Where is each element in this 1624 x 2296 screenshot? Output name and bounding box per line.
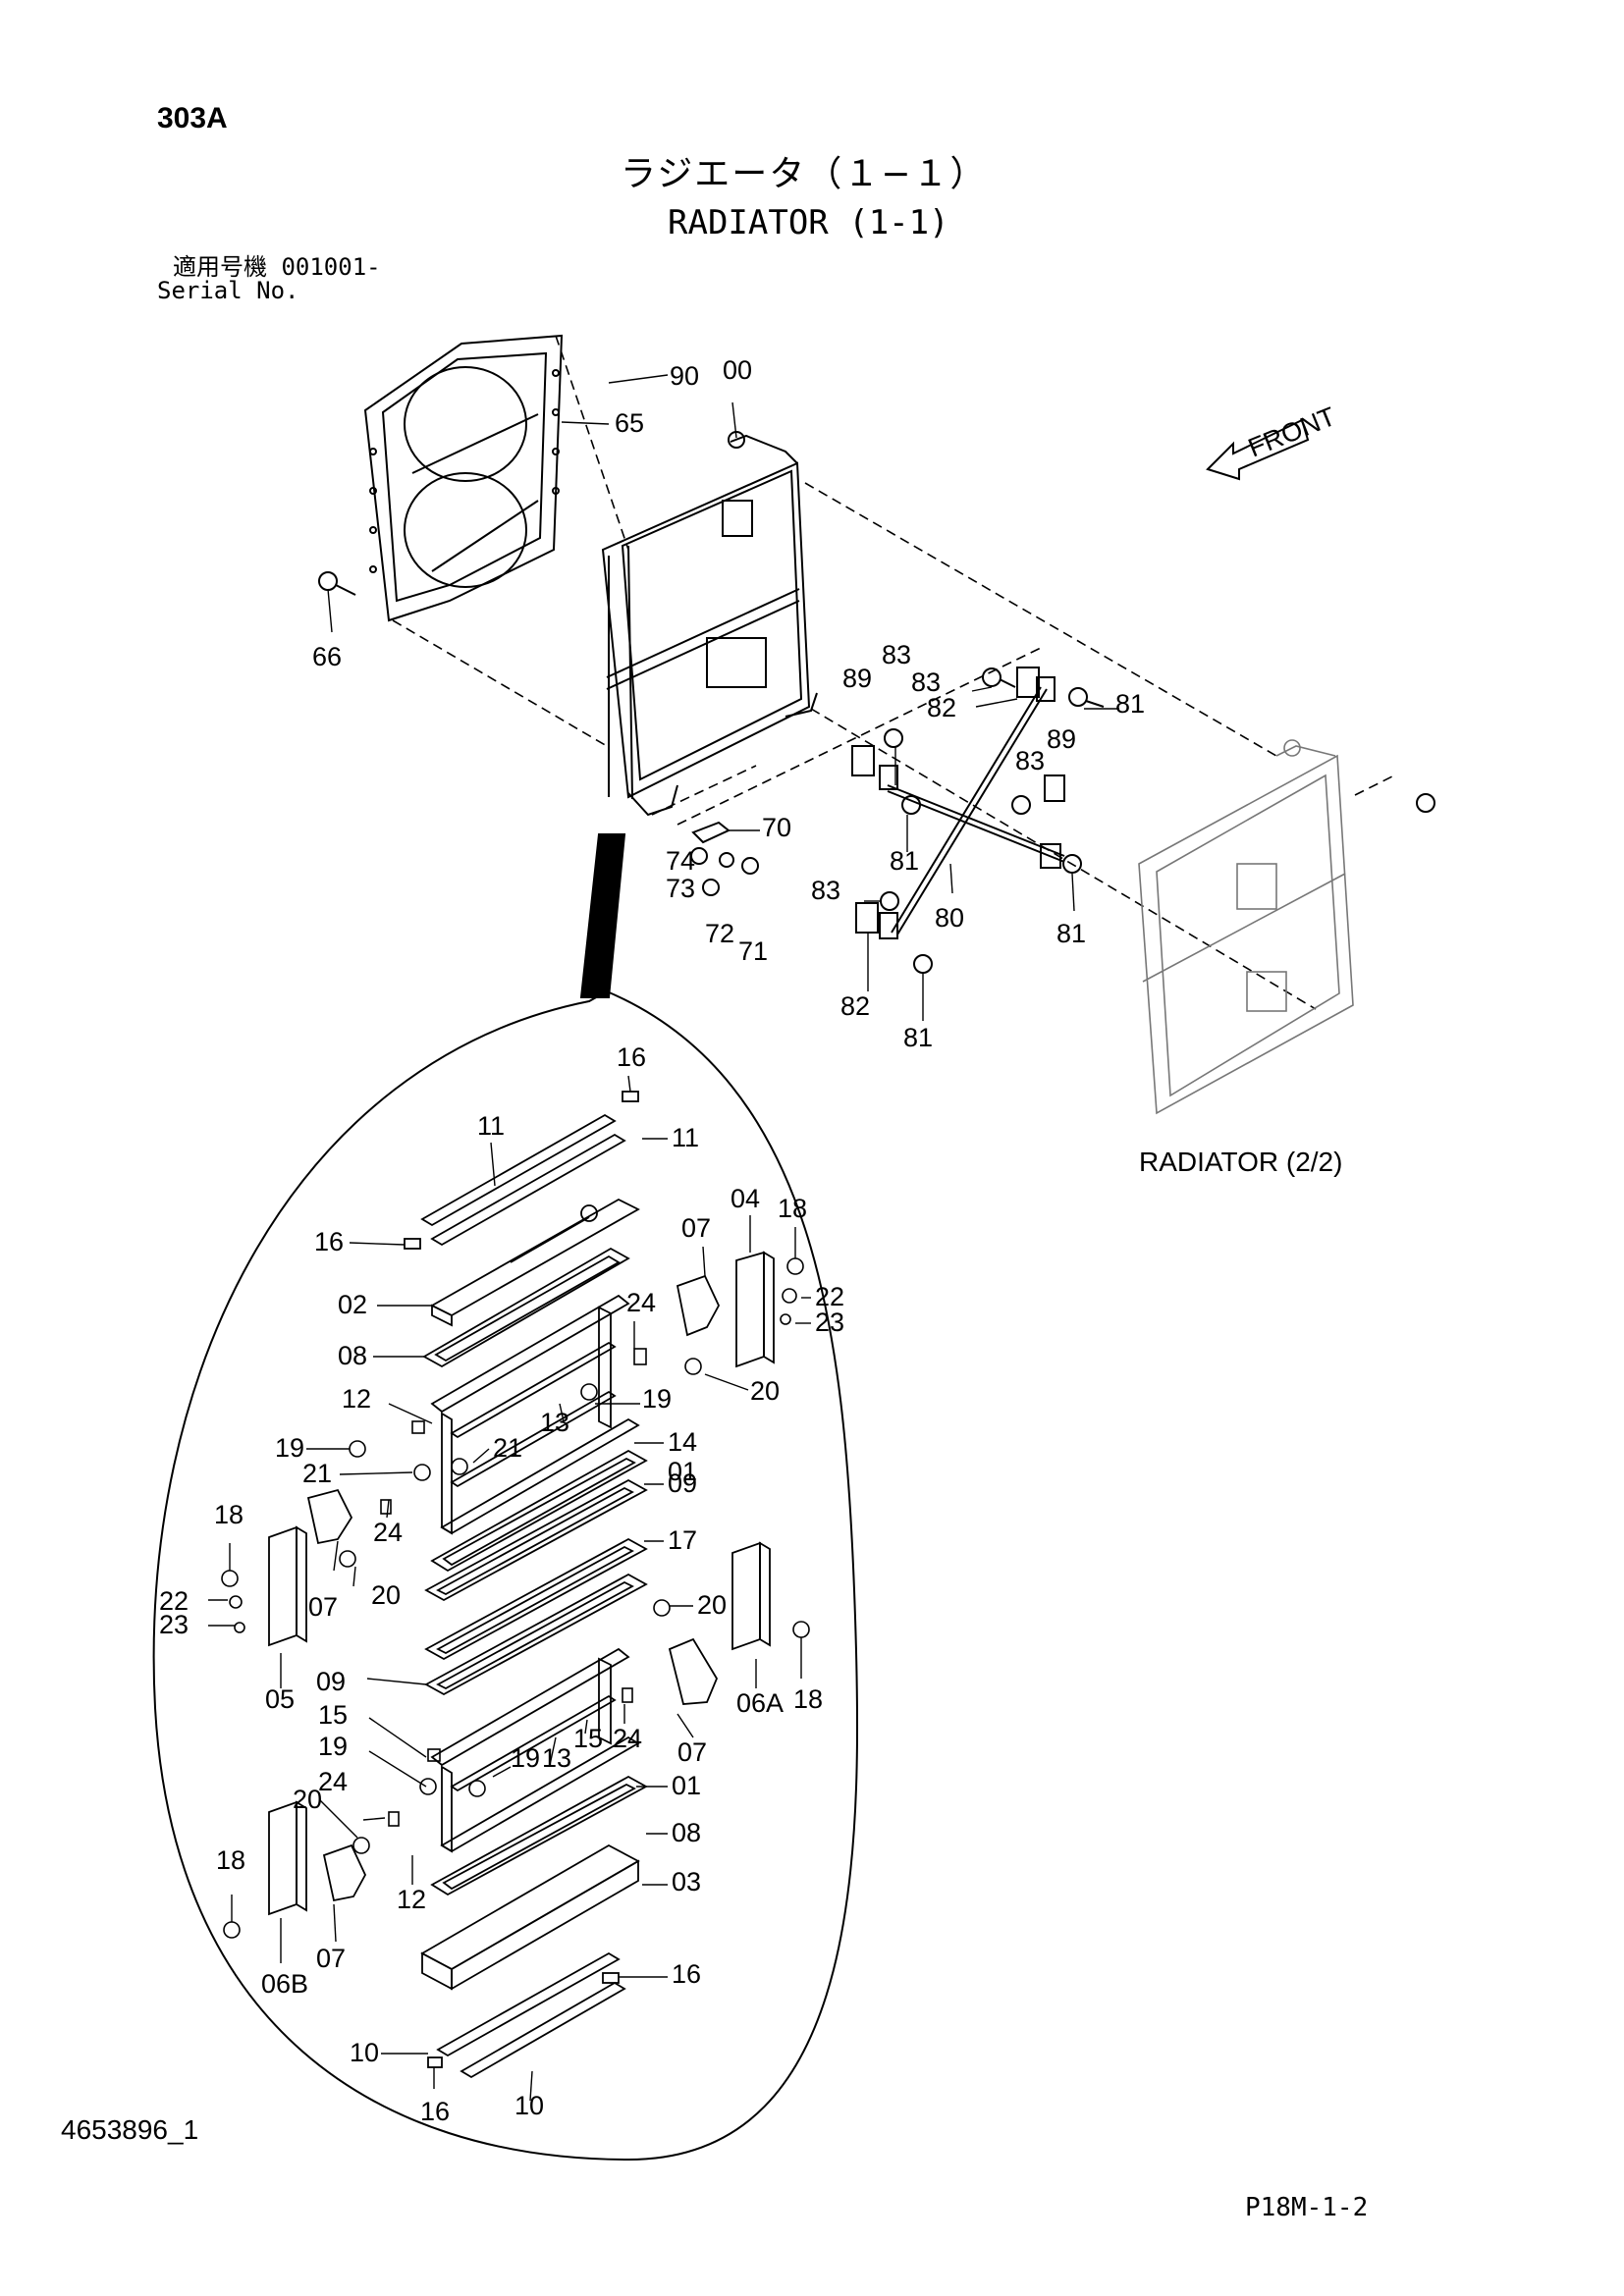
radiator-core-drawing (601, 431, 818, 817)
callout-label: 73 (666, 874, 695, 903)
callout-label: 66 (312, 642, 342, 671)
callout-label: 83 (882, 640, 911, 669)
callout-label: 81 (903, 1023, 933, 1052)
callout-label: 00 (723, 355, 752, 385)
callout-label: 11 (477, 1111, 505, 1141)
callout-label: 24 (613, 1724, 642, 1753)
callout-label: 16 (420, 2097, 450, 2126)
callout-label: 15 (573, 1724, 603, 1753)
fan-shroud-drawing (363, 334, 564, 622)
callout-label: 07 (677, 1737, 707, 1767)
detail-enclosure-oval (152, 989, 859, 2162)
callout-label: 13 (540, 1408, 569, 1437)
callout-label: 89 (842, 664, 872, 693)
core-stack-drawing (404, 1091, 648, 2079)
callout-label: 18 (778, 1194, 807, 1223)
section-code: 303A (157, 102, 228, 134)
callout-label: 24 (626, 1288, 656, 1317)
callout-label: 82 (840, 991, 870, 1021)
callout-label: 06A (736, 1688, 784, 1718)
callout-label: 17 (668, 1525, 697, 1555)
callout-label: 03 (672, 1867, 701, 1896)
callout-label: 16 (314, 1227, 344, 1256)
callout-label: 18 (793, 1684, 823, 1714)
callout-label: 81 (890, 846, 919, 876)
callout-label: 01 (668, 1457, 697, 1486)
callout-label: 08 (672, 1818, 701, 1847)
callout-label: 24 (318, 1767, 348, 1796)
callout-label: 12 (397, 1885, 426, 1914)
callout-label: 05 (265, 1684, 295, 1714)
callout-label: 07 (308, 1592, 338, 1622)
callout-label: 20 (293, 1785, 322, 1814)
callout-label: 23 (815, 1308, 844, 1337)
radiator-part2-drawing (1138, 739, 1354, 1115)
callout-label: 23 (159, 1610, 189, 1639)
callout-label: 09 (668, 1468, 697, 1498)
callout-label: 83 (811, 876, 840, 905)
callout-label: 07 (316, 1944, 346, 1973)
callout-label: 16 (672, 1959, 701, 1989)
callout-label: 14 (668, 1427, 697, 1457)
stay-rods-drawing (851, 667, 1065, 939)
callout-label: 19 (642, 1384, 672, 1414)
callout-label: 83 (1015, 746, 1045, 775)
callout-label: 18 (216, 1845, 245, 1875)
callout-label: 12 (342, 1384, 371, 1414)
callout-label: 90 (670, 361, 699, 391)
callout-numbers: 90 00 65 66 83 89 83 82 81 89 83 70 74 7… (159, 355, 1145, 2126)
callout-label: 65 (615, 408, 644, 438)
serial-number-label: Serial No. (157, 277, 299, 304)
side-brackets-drawing (268, 1251, 775, 1916)
callout-label: 24 (373, 1518, 403, 1547)
callout-label: 81 (1056, 919, 1086, 948)
leader-lines-detail (208, 1075, 811, 2102)
front-arrow-label: FRONT (1244, 401, 1339, 463)
callout-label: 19 (275, 1433, 304, 1463)
callout-label: 80 (935, 903, 964, 933)
detail-pointer (579, 833, 626, 998)
radiator-part2-label: RADIATOR (2/2) (1139, 1147, 1343, 1177)
callout-label: 02 (338, 1290, 367, 1319)
callout-label: 83 (911, 667, 941, 697)
front-arrow-icon (1206, 418, 1310, 481)
page-title-english: RADIATOR (1-1) (668, 203, 949, 242)
callout-label: 74 (666, 846, 695, 876)
document-number: 4653896_1 (61, 2114, 199, 2145)
callout-label: 11 (672, 1123, 699, 1152)
callout-label: 13 (542, 1743, 571, 1773)
callout-label: 22 (159, 1586, 189, 1616)
callout-label: 71 (738, 936, 768, 966)
callout-label: 10 (514, 2091, 544, 2120)
callout-label: 18 (214, 1500, 244, 1529)
callout-label: 81 (1115, 689, 1145, 719)
callout-label: 08 (338, 1341, 367, 1370)
callout-label: 20 (750, 1376, 780, 1406)
page-title-japanese: ラジエータ（１−１） (621, 154, 988, 194)
callout-label: 20 (371, 1580, 401, 1610)
callout-label: 82 (927, 693, 956, 722)
callout-label: 07 (681, 1213, 711, 1243)
callout-label: 01 (672, 1771, 701, 1800)
callout-label: 16 (617, 1042, 646, 1072)
callout-label: 04 (731, 1184, 760, 1213)
callout-label: 19 (318, 1732, 348, 1761)
callout-label: 20 (697, 1590, 727, 1620)
callout-label: 15 (318, 1700, 348, 1730)
callout-label: 70 (762, 813, 791, 842)
callout-label: 10 (350, 2038, 379, 2067)
callout-label: 09 (316, 1667, 346, 1696)
callout-label: 21 (493, 1433, 522, 1463)
callout-label: 19 (511, 1743, 540, 1773)
callout-label: 06B (261, 1969, 308, 1999)
callout-label: 72 (705, 919, 734, 948)
page-code: P18M-1-2 (1245, 2193, 1369, 2222)
serial-applicability-label: 適用号機 001001- (173, 253, 381, 281)
callout-label: 89 (1047, 724, 1076, 754)
leader-lines-top (327, 374, 1119, 1021)
callout-label: 21 (302, 1459, 332, 1488)
callout-label: 22 (815, 1282, 844, 1311)
